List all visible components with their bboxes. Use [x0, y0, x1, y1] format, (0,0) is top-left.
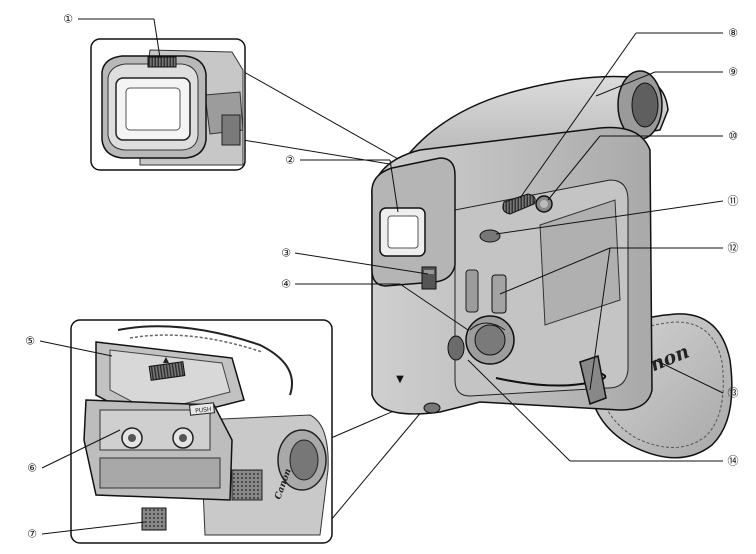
viewfinder-inset	[90, 38, 246, 171]
eject-mark: ▼	[396, 374, 404, 385]
camcorder-rear-view: Canon	[371, 70, 733, 459]
callout-labels: ① ② ③ ④ ⑤ ⑥ ⑦ ⑧ ⑨ ⑩ ⑪ ⑫ ⑬ ⑭	[25, 13, 738, 541]
callout-9: ⑨	[728, 66, 738, 79]
callout-7: ⑦	[27, 528, 37, 541]
callout-11: ⑪	[728, 195, 739, 208]
cassette-push-label: PUSH	[195, 406, 212, 415]
cover-open-arrow-icon: ▲	[163, 355, 170, 364]
callout-6: ⑥	[27, 462, 37, 475]
mode-dial	[479, 229, 501, 243]
callout-8: ⑧	[728, 27, 738, 40]
callout-14: ⑭	[728, 455, 739, 468]
callout-leaders	[39, 18, 724, 535]
callout-12: ⑫	[728, 242, 739, 255]
dioptric-adjustment-lever	[147, 56, 177, 68]
callout-3: ③	[281, 247, 291, 260]
terminal-cover	[491, 274, 507, 314]
start-stop-button	[447, 335, 465, 361]
callout-2: ②	[285, 154, 295, 167]
callout-13: ⑬	[728, 387, 739, 400]
callout-1: ①	[63, 13, 73, 26]
zoom-lever	[502, 193, 536, 215]
callout-10: ⑩	[728, 130, 738, 143]
callout-5: ⑤	[25, 335, 35, 348]
cassette-compartment-inset: Canon ▲ PUSH	[70, 319, 333, 544]
cassette-eject-switch	[141, 507, 167, 531]
callout-4: ④	[281, 278, 291, 291]
